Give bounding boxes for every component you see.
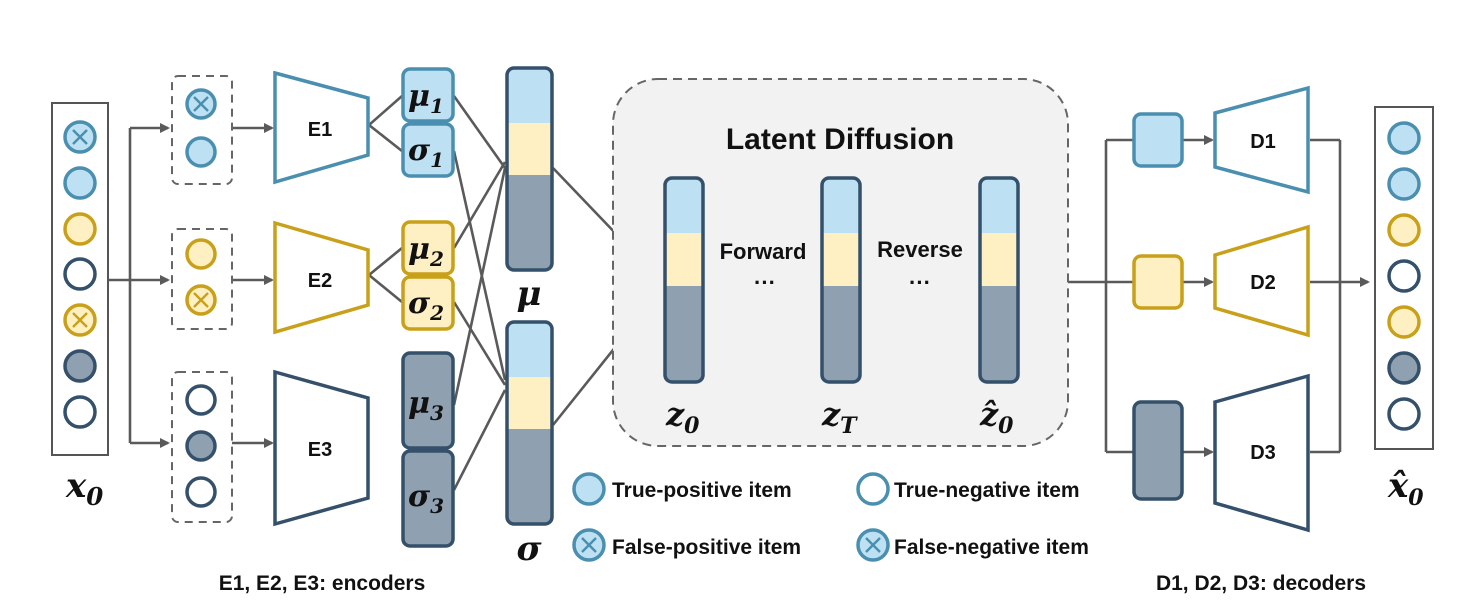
svg-text:σ3: σ3 [408, 479, 444, 518]
decoder-inputs [1132, 112, 1184, 501]
svg-text:D3: D3 [1250, 442, 1276, 464]
z0-bar [663, 176, 705, 384]
encoders-caption: E1, E2, E3: encoders [219, 572, 426, 595]
decoder-d3: D3 [1213, 373, 1310, 533]
true-negative-item-icon [63, 257, 97, 291]
true-negative-legend-icon [856, 472, 890, 506]
z0hat-bar [978, 176, 1020, 384]
output-label: x̂0 [1387, 466, 1424, 511]
sigma-bar [505, 320, 554, 526]
reverse-ellipsis: ··· [909, 270, 931, 295]
svg-text:σ2: σ2 [408, 286, 444, 325]
mu-bar [505, 66, 554, 272]
sigma-label: σ [516, 529, 542, 569]
legend: True-positive item True-negative item Fa… [572, 472, 1089, 562]
encoder-e3: E3 [273, 369, 370, 527]
svg-text:E2: E2 [308, 270, 332, 292]
true-positive-item-icon [63, 212, 97, 246]
legend-false-negative: False-negative item [894, 536, 1089, 559]
legend-true-positive: True-positive item [612, 479, 792, 502]
svg-text:D2: D2 [1250, 272, 1276, 294]
encoder-e1: E1 [273, 70, 370, 185]
true-positive-item-icon [63, 349, 97, 383]
zT-label: zT [821, 395, 858, 439]
reverse-label: Reverse [877, 237, 963, 262]
latent-diffusion-panel: Latent Diffusion Forward ··· Reverse ···… [612, 78, 1069, 447]
connectors [108, 95, 1370, 491]
svg-text:E3: E3 [308, 439, 332, 461]
true-positive-item-icon [63, 166, 97, 200]
input-vector [51, 102, 109, 456]
true-positive-legend-icon [572, 472, 606, 506]
z0-label: z0 [665, 395, 700, 439]
forward-label: Forward [720, 239, 807, 264]
decoder-d1: D1 [1213, 85, 1310, 195]
svg-text:μ1: μ1 [408, 79, 444, 118]
zT-bar [820, 176, 862, 384]
item-groups [171, 75, 233, 523]
decoder-d2: D2 [1213, 224, 1310, 338]
output-vector [1374, 106, 1434, 450]
input-label: x0 [65, 466, 103, 511]
decoders-caption: D1, D2, D3: decoders [1156, 572, 1366, 595]
legend-true-negative: True-negative item [894, 479, 1080, 502]
z0hat-label: ẑ0 [979, 395, 1014, 439]
diffusion-title: Latent Diffusion [726, 123, 954, 156]
encoder-e2: E2 [273, 220, 370, 335]
svg-text:μ2: μ2 [408, 232, 444, 271]
latent-params: μ1 σ1 μ2 σ2 μ3 σ3 [401, 67, 455, 548]
svg-text:σ1: σ1 [408, 133, 444, 172]
legend-false-positive: False-positive item [612, 536, 801, 559]
svg-text:μ3: μ3 [408, 386, 444, 425]
svg-text:D1: D1 [1250, 131, 1276, 153]
forward-ellipsis: ··· [754, 270, 776, 295]
mu-label: μ [517, 274, 542, 314]
svg-text:E1: E1 [308, 119, 332, 141]
true-negative-item-icon [63, 395, 97, 429]
